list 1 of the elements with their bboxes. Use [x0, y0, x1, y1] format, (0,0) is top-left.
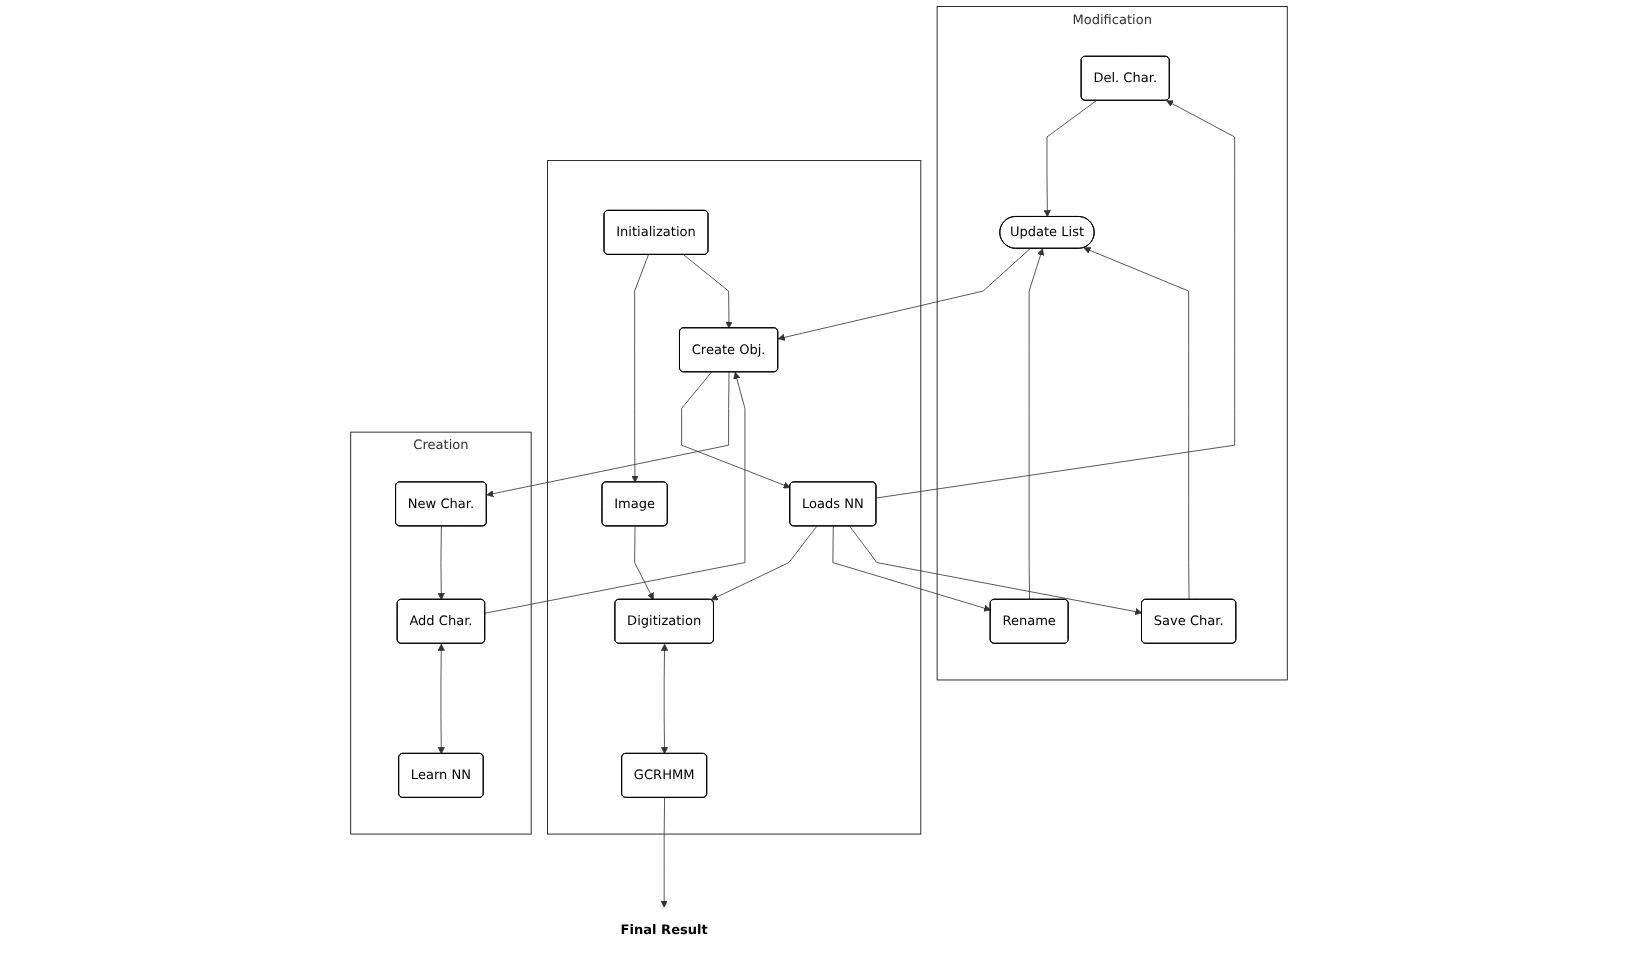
cluster	[547, 160, 922, 835]
